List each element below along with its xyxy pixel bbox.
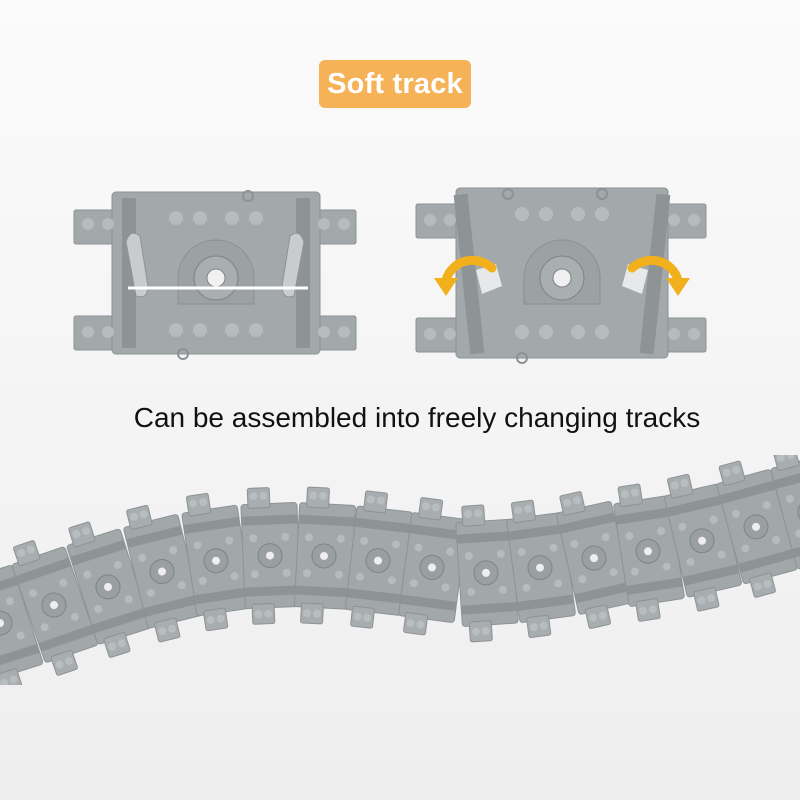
flexible-track-piece bbox=[415, 187, 707, 364]
track-segment bbox=[240, 487, 302, 625]
soft-track-label: Soft track bbox=[327, 67, 463, 100]
track-segment bbox=[506, 499, 576, 638]
track-segment bbox=[293, 486, 357, 625]
track-segment bbox=[455, 504, 519, 643]
track-segment bbox=[664, 473, 742, 612]
track-segment bbox=[556, 491, 634, 629]
track-segment bbox=[181, 492, 253, 632]
flexible-track-assembly bbox=[0, 455, 800, 685]
track-segment bbox=[398, 497, 468, 636]
track-segment bbox=[716, 460, 798, 598]
rotate-right-arrow-icon bbox=[627, 256, 690, 296]
track-segment bbox=[66, 521, 152, 658]
caption: Can be assembled into freely changing tr… bbox=[133, 402, 701, 433]
straight-track-piece bbox=[73, 190, 357, 360]
track-segment bbox=[613, 483, 685, 622]
track-segment bbox=[11, 540, 99, 676]
soft-track-badge: Soft track bbox=[319, 60, 471, 108]
track-segment bbox=[0, 565, 44, 685]
track-segment bbox=[770, 455, 800, 570]
track-segment bbox=[123, 504, 203, 643]
rotate-left-arrow-icon bbox=[434, 256, 497, 296]
track-segment bbox=[345, 490, 413, 629]
